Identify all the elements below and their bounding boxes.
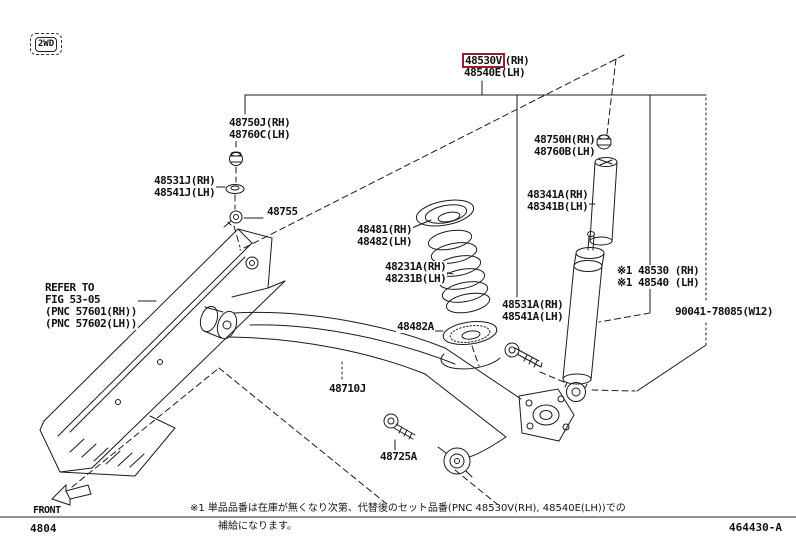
dust-cover-drawing [589,157,618,246]
part-label-shock-single[interactable]: ※1 48530 (RH)※1 48540 (LH) [616,264,701,289]
axle-beam-drawing [199,305,575,478]
footnote-line-2: 補給になります。 [218,521,297,532]
part-label-washer-left[interactable]: 48531J(RH)48541J(LH) [153,174,217,199]
part-label-upper-insulator[interactable]: 48481(RH)48482(LH) [356,223,414,248]
shock-alignment-lines [539,371,636,392]
shock-absorber-drawing [562,231,605,402]
upper-insulator-drawing [415,199,475,227]
figure-code: 464430-A [729,521,782,534]
callout-bracket-lines [71,54,707,506]
part-label-dust-cover[interactable]: 48341A(RH)48341B(LH) [526,188,590,213]
nut-48750h-drawing [596,134,612,150]
front-direction-arrow-icon [51,483,92,506]
footnote-line-1: ※1 単品品番は在庫が無くなり次第、代替後のセット品番(PNC 48530V(R… [190,503,626,514]
part-label-bolt-48755[interactable]: 48755 [266,205,299,218]
bolt-48531a-drawing [504,342,543,368]
part-label-lower-insulator[interactable]: 48482A [396,320,435,333]
part-label-coil-spring[interactable]: 48231A(RH)48231B(LH) [384,260,448,285]
part-label-shock-set[interactable]: 48530V(RH)48540E(LH) [462,53,531,79]
bolt-48755-drawing [223,210,243,228]
highlighted-part-box[interactable]: 48530V [462,53,505,68]
frame-rail-drawing [39,228,286,477]
page-code: 4804 [30,522,57,535]
drive-type-badge-label: 2WD [34,36,58,52]
washer-48531j-drawing [225,184,245,194]
part-label-nut-upper-right[interactable]: 48750H(RH)48760B(LH) [533,133,597,158]
leader-lines-left [215,186,264,219]
bolt-48725a-drawing [383,413,416,440]
lower-insulator-drawing [442,320,498,346]
part-label-axle-beam[interactable]: 48710J [328,382,367,395]
fastener-axis-line [233,140,241,248]
spring-axis-line [471,345,480,367]
part-label-nut-90041[interactable]: 90041-78085(W12) [674,305,774,318]
nut-48750j-drawing [229,151,243,166]
part-label-lower-bolt[interactable]: 48531A(RH)48541A(LH) [501,298,565,323]
part-label-nut-upper-left[interactable]: 48750J(RH)48760C(LH) [228,116,292,141]
front-direction-label: FRONT [33,505,61,516]
drive-type-badge: 2WD [30,33,62,55]
part-label-bolt-48725a[interactable]: 48725A [379,450,418,463]
